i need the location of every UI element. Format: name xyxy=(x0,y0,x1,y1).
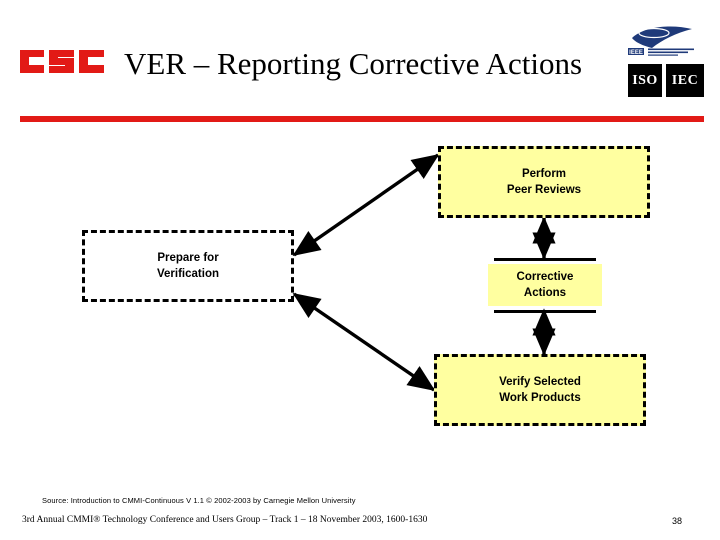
ieee-logo-mark: IEEE xyxy=(628,26,694,56)
iec-logo: IEC xyxy=(666,64,704,97)
csc-logo xyxy=(18,40,114,82)
node-corrective-actions-line1: Corrective xyxy=(516,271,574,283)
title-divider xyxy=(20,116,704,122)
standards-logos: IEEE ISO IEC xyxy=(614,24,706,104)
footer-conference-text: 3rd Annual CMMI® Technology Conference a… xyxy=(22,515,428,525)
iso-logo: ISO xyxy=(628,64,662,97)
csc-logo-mark xyxy=(20,50,104,73)
edge-prepare-to-verify xyxy=(292,292,436,392)
node-perform-peer-reviews-line1: Perform xyxy=(521,168,567,180)
node-prepare-for-verification-line1: Prepare for xyxy=(157,252,219,264)
node-verify-selected-work-products-line1: Verify Selected xyxy=(499,376,581,388)
page-number: 38 xyxy=(671,516,682,526)
node-verify-selected-work-products[interactable]: Verify Selected Work Products xyxy=(434,354,646,426)
corrective-actions-bottom-rule xyxy=(494,310,596,313)
node-corrective-actions-line2: Actions xyxy=(523,287,567,299)
edge-prepare-to-peer-reviews xyxy=(292,153,440,257)
node-perform-peer-reviews-line2: Peer Reviews xyxy=(506,184,582,196)
iec-logo-label: IEC xyxy=(671,72,699,88)
corrective-actions-top-rule xyxy=(494,258,596,261)
slide-footer: Source: Introduction to CMMI-Continuous … xyxy=(0,490,720,540)
node-verify-selected-work-products-line2: Work Products xyxy=(499,392,581,404)
node-prepare-for-verification-line2: Verification xyxy=(157,268,219,280)
node-prepare-for-verification[interactable]: Prepare for Verification xyxy=(82,230,294,302)
page-title: VER – Reporting Corrective Actions xyxy=(124,45,583,81)
node-corrective-actions[interactable]: Corrective Actions xyxy=(488,264,602,306)
process-diagram: Perform Peer Reviews Prepare for Verific… xyxy=(0,128,720,448)
node-perform-peer-reviews[interactable]: Perform Peer Reviews xyxy=(438,146,650,218)
diagram-connectors xyxy=(292,153,556,392)
footer-source-text: Source: Introduction to CMMI-Continuous … xyxy=(42,496,356,505)
ieee-logo: IEEE xyxy=(626,24,698,58)
iso-logo-label: ISO xyxy=(632,72,658,88)
svg-text:IEEE: IEEE xyxy=(629,50,643,56)
